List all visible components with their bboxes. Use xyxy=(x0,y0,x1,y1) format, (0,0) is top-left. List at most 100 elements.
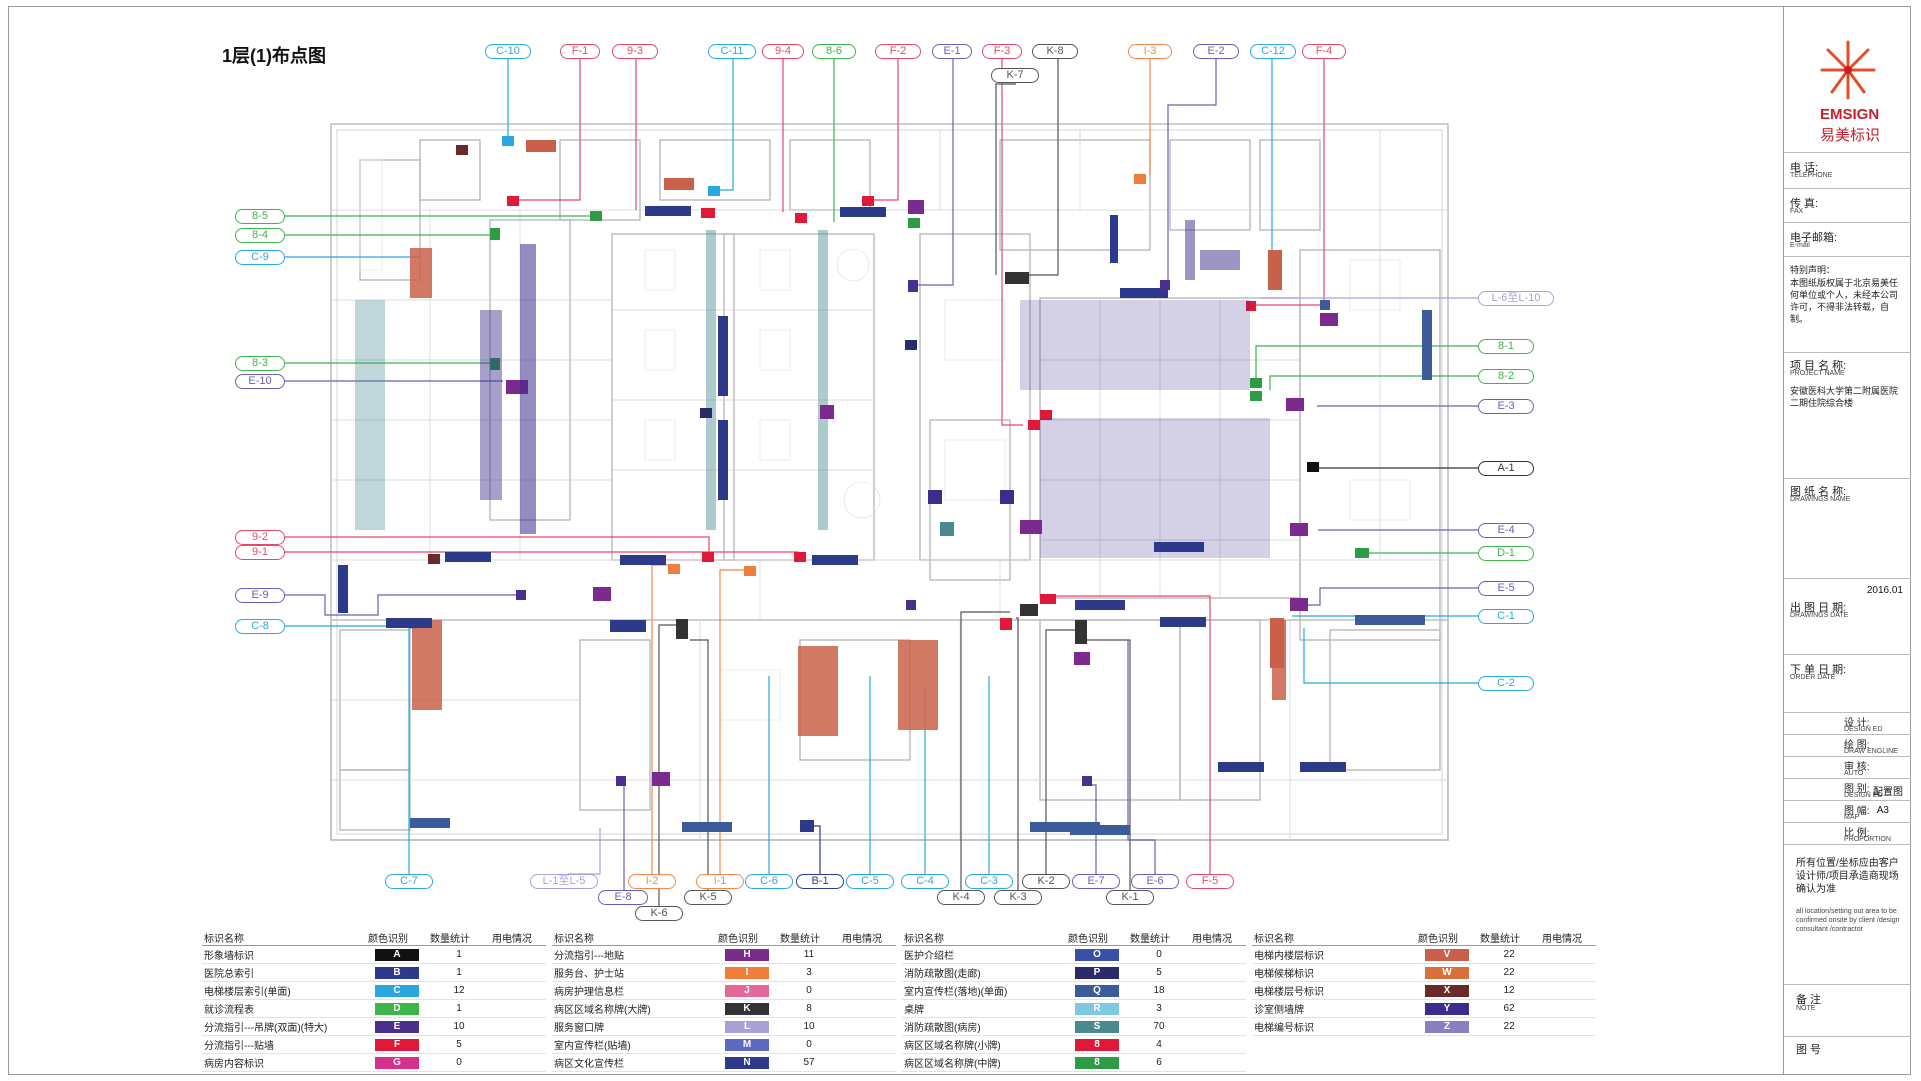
notice-text: 本图纸版权属于北京易美任何单位或个人，未经本公司许可，不得非法转载，自制。 xyxy=(1790,278,1899,324)
callout-label[interactable]: C-9 xyxy=(235,250,285,265)
callout-label[interactable]: F-2 xyxy=(875,44,921,59)
callout-label[interactable]: E-9 xyxy=(235,588,285,603)
design-label: 设 计: xyxy=(1844,718,1870,729)
callout-label[interactable]: E-5 xyxy=(1478,581,1534,596)
callout-label[interactable]: C-3 xyxy=(965,874,1013,889)
callout-label[interactable]: C-11 xyxy=(708,44,756,59)
tb-row-order: 下 单 日 期: ORDER DATE xyxy=(1784,654,1911,712)
legend-header-color: 颜色识别 xyxy=(1416,929,1478,946)
tb-row-date: 2016.01 出 图 日 期: DRAWINGS DATE xyxy=(1784,578,1911,654)
callout-label[interactable]: 8-3 xyxy=(235,356,285,371)
legend-name: 分流指引---地贴 xyxy=(552,945,716,964)
callout-label[interactable]: E-2 xyxy=(1193,44,1239,59)
legend-chip: B xyxy=(375,966,419,979)
telephone-label: 电 话: xyxy=(1790,162,1819,174)
callout-label[interactable]: C-6 xyxy=(745,874,793,889)
callout-label[interactable]: 9-2 xyxy=(235,530,285,545)
legend-header-name: 标识名称 xyxy=(202,929,366,946)
tb-row-scale: 比 例: PROPORTION xyxy=(1784,822,1911,844)
scale-label: 比 例: xyxy=(1844,828,1870,839)
callout-label[interactable]: D-1 xyxy=(1478,546,1534,561)
callout-label[interactable]: 9-3 xyxy=(612,44,658,59)
legend-name: 消防疏散图(走廊) xyxy=(902,963,1066,982)
callout-label[interactable]: F-1 xyxy=(560,44,600,59)
callout-label[interactable]: K-1 xyxy=(1106,890,1154,905)
callout-label[interactable]: 8-4 xyxy=(235,228,285,243)
callout-label[interactable]: E-3 xyxy=(1478,399,1534,414)
legend-name: 服务台、护士站 xyxy=(552,963,716,982)
legend-count: 4 xyxy=(1128,1035,1190,1054)
legend-chip: Q xyxy=(1075,984,1119,997)
callout-label[interactable]: F-3 xyxy=(982,44,1022,59)
legend-chip: K xyxy=(725,1002,769,1015)
logo-name: EMSIGN xyxy=(1820,106,1880,123)
callout-label[interactable]: F-4 xyxy=(1302,44,1346,59)
callout-label[interactable]: E-6 xyxy=(1131,874,1179,889)
legend-header-power: 用电情况 xyxy=(1190,929,1246,946)
callout-label[interactable]: E-7 xyxy=(1072,874,1120,889)
tb-row-sheet: 图 别: DESIGN ED 配置图 xyxy=(1784,778,1911,800)
sheet-label: 图 别: xyxy=(1844,784,1870,795)
legend-name: 消防疏散图(病房) xyxy=(902,1017,1066,1036)
callout-label[interactable]: C-2 xyxy=(1478,676,1534,691)
callout-label[interactable]: C-1 xyxy=(1478,609,1534,624)
legend-chip: O xyxy=(1075,948,1119,961)
callout-label[interactable]: 9-1 xyxy=(235,545,285,560)
callout-label[interactable]: F-5 xyxy=(1186,874,1234,889)
callout-label[interactable]: K-8 xyxy=(1032,44,1078,59)
legend-chip: E xyxy=(375,1020,419,1033)
legend-name: 病区区域名称牌(小牌) xyxy=(902,1035,1066,1054)
callout-label[interactable]: K-4 xyxy=(937,890,985,905)
callout-label[interactable]: K-2 xyxy=(1022,874,1070,889)
callout-label[interactable]: 8-1 xyxy=(1478,339,1534,354)
callout-label[interactable]: K-5 xyxy=(684,890,732,905)
legend-chip: V xyxy=(1425,948,1469,961)
callout-label[interactable]: E-8 xyxy=(598,890,648,905)
drawing-date: 2016.01 xyxy=(1866,585,1903,596)
callout-label[interactable]: C-8 xyxy=(235,619,285,634)
callout-label[interactable]: 8-2 xyxy=(1478,369,1534,384)
fax-label: 传 真: xyxy=(1790,198,1819,210)
emsign-logo: EMSIGN 易美标识 xyxy=(1784,20,1911,150)
callout-label[interactable]: 8-5 xyxy=(235,209,285,224)
legend-name: 电梯内楼层标识 xyxy=(1252,945,1416,964)
callout-label[interactable]: C-7 xyxy=(385,874,433,889)
callout-label[interactable]: K-6 xyxy=(635,906,683,921)
callout-label[interactable]: C-5 xyxy=(846,874,894,889)
callout-label[interactable]: B-1 xyxy=(796,874,844,889)
callout-label[interactable]: I-1 xyxy=(696,874,744,889)
design-label-en: DESIGN ED xyxy=(1844,726,1883,733)
callout-label[interactable]: L-1至L-5 xyxy=(530,874,598,889)
callout-label[interactable]: 9-4 xyxy=(762,44,804,59)
callout-label[interactable]: A-1 xyxy=(1478,461,1534,476)
callout-label[interactable]: C-4 xyxy=(901,874,949,889)
callout-label[interactable]: K-3 xyxy=(994,890,1042,905)
callout-label[interactable]: L-6至L-10 xyxy=(1478,291,1554,306)
remark-text-en: all location/setting out area to be conf… xyxy=(1796,908,1900,933)
callout-label[interactable]: K-7 xyxy=(991,68,1039,83)
legend-chip: F xyxy=(375,1038,419,1051)
callout-label[interactable]: 8-6 xyxy=(812,44,856,59)
callout-label[interactable]: C-12 xyxy=(1250,44,1296,59)
draw-label: 绘 图: xyxy=(1844,740,1870,751)
callout-label[interactable]: E-10 xyxy=(235,374,285,389)
callout-label[interactable]: E-4 xyxy=(1478,523,1534,538)
callout-label[interactable]: E-1 xyxy=(932,44,972,59)
legend-count: 3 xyxy=(778,963,840,982)
legend-header-name: 标识名称 xyxy=(902,929,1066,946)
callout-label[interactable]: I-2 xyxy=(628,874,676,889)
callout-label[interactable]: C-10 xyxy=(485,44,531,59)
notice-label: 特别声明： xyxy=(1790,265,1836,275)
legend-name: 分流指引---吊牌(双面)(特大) xyxy=(202,1017,366,1036)
callout-label[interactable]: I-3 xyxy=(1128,44,1172,59)
